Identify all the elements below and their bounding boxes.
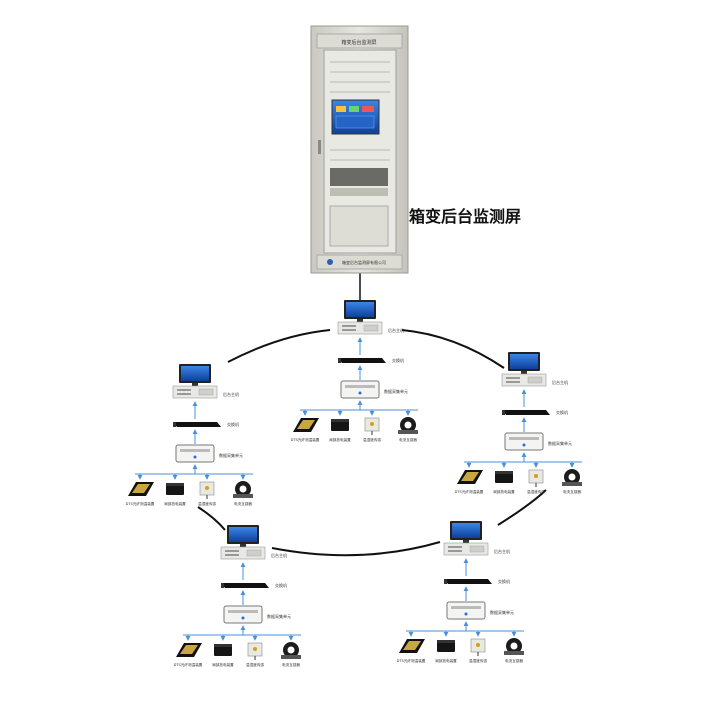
ring-arc-top-left [227,329,331,363]
cabinet-logo-icon [327,259,333,265]
sensor-label: 电流互感器 [282,662,300,667]
cabinet-footer-label: 箱变后台监测屏有限公司 [342,259,386,265]
sensor-label: 局部放电装置 [329,437,351,442]
sensor-label: 电流互感器 [563,489,581,494]
switch-icon [221,583,269,588]
monitor-icon [443,521,489,556]
sensor-label: 局部放电装置 [435,658,457,663]
node-group: 后台主机交换机数据采集单元DTS光纤测温装置局部放电装置温湿度传感电流互感器后台… [126,300,582,667]
ring-arc-left [197,506,226,531]
monitor-icon [501,352,547,387]
sensor-label: 温湿度传感 [246,662,264,667]
sensor-ct-icon [504,638,524,655]
sensor-label: 温湿度传感 [469,658,487,663]
sensor-label: 温湿度传感 [363,437,381,442]
sensor-label: DTS光纤测温装置 [126,501,155,506]
collector-icon [446,601,486,620]
switch-icon [338,358,386,363]
sensor-ct-icon [233,481,253,498]
sensor-pd-icon [166,483,184,495]
switch-icon [502,410,550,415]
network-ring [197,329,547,557]
sensor-pd-icon [437,640,455,652]
switch-label: 交换机 [275,582,287,588]
monitor-icon [337,300,383,335]
sensor-temp-icon [470,638,486,656]
switch-label: 交换机 [498,578,510,584]
collector-icon [504,432,544,451]
sensor-label: 电流互感器 [234,501,252,506]
switch-label: 交换机 [556,409,568,415]
sensor-dts-icon [399,639,425,653]
sensor-label: 温湿度传感 [198,501,216,506]
switch-label: 交换机 [392,357,404,363]
sensor-pd-icon [495,471,513,483]
collector-icon [175,444,215,463]
controller-label: 后台主机 [552,379,568,385]
ring-arc-bottom [271,541,441,557]
sensor-label: 温湿度传感 [527,489,545,494]
sensor-ct-icon [398,417,418,434]
controller-label: 后台主机 [271,552,287,558]
switch-icon [444,579,492,584]
sensor-label: 电流互感器 [505,658,523,663]
sensor-temp-icon [528,469,544,487]
collector-label: 数据采集单元 [490,609,514,615]
monitor-icon [220,525,266,560]
collector-label: 数据采集单元 [384,388,408,394]
ring-arc-top-right [401,329,505,369]
controller-label: 后台主机 [494,548,510,554]
sensor-label: 局部放电装置 [164,501,186,506]
sensor-dts-icon [176,643,202,657]
collector-label: 数据采集单元 [548,440,572,446]
controller-label: 后台主机 [223,391,239,397]
sensor-ct-icon [281,642,301,659]
sensor-label: 局部放电装置 [493,489,515,494]
collector-icon [223,605,263,624]
sensor-dts-icon [128,482,154,496]
sensor-label: 局部放电装置 [212,662,234,667]
controller-label: 后台主机 [388,327,404,333]
sensor-label: DTS光纤测温装置 [291,437,320,442]
sensor-label: DTS光纤测温装置 [455,489,484,494]
switch-label: 交换机 [227,421,239,427]
cabinet-caption: 箱变后台监测屏 [409,207,522,226]
sensor-temp-icon [364,417,380,435]
ring-arc-right [497,489,547,526]
collector-label: 数据采集单元 [267,613,291,619]
sensor-label: DTS光纤测温装置 [174,662,203,667]
sensor-label: 电流互感器 [399,437,417,442]
sensor-label: DTS光纤测温装置 [397,658,426,663]
sensor-pd-icon [331,419,349,431]
collector-icon [340,380,380,399]
sensor-temp-icon [247,642,263,660]
sensor-pd-icon [214,644,232,656]
sensor-temp-icon [199,481,215,499]
switch-icon [173,422,221,427]
cabinet-rack: 箱变后台监测屏 箱变后台监测屏有限公司 [310,25,409,274]
monitor-icon [172,364,218,399]
sensor-dts-icon [457,470,483,484]
sensor-dts-icon [293,418,319,432]
cabinet-top-label: 箱变后台监测屏 [341,39,376,46]
collector-label: 数据采集单元 [219,452,243,458]
sensor-ct-icon [562,469,582,486]
